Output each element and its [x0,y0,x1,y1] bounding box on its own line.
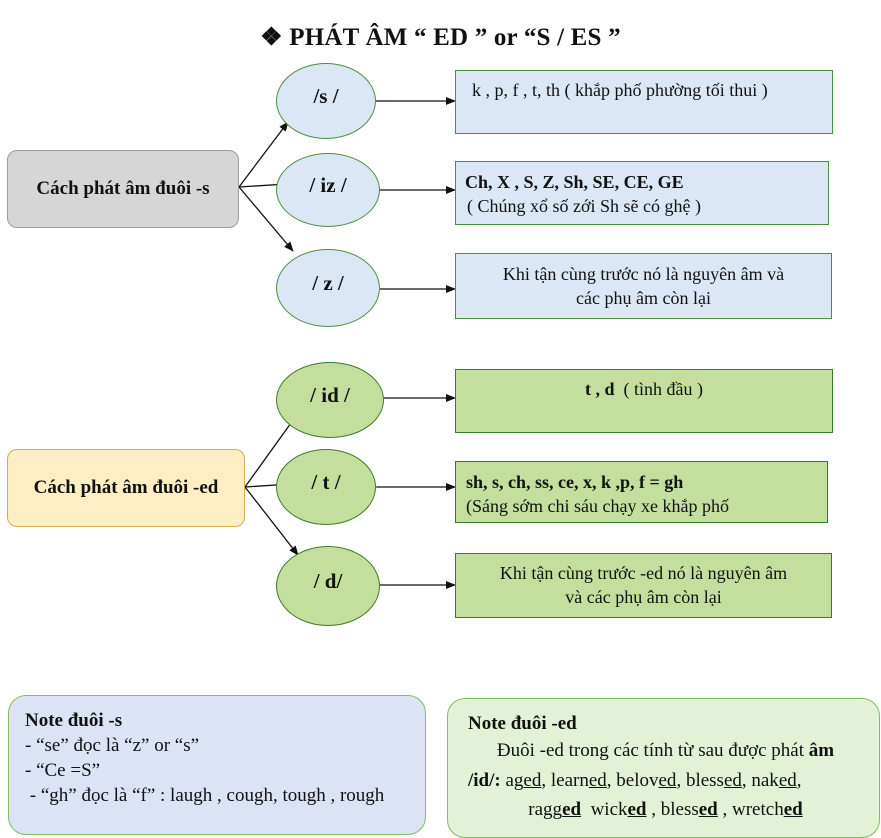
example-word: learned [550,770,607,791]
rule-text-line2: các phụ âm còn lại [576,288,711,308]
group-label-ed: Cách phát âm đuôi -ed [7,449,245,527]
node-s: /s / [276,63,376,139]
note-intro: Đuôi -ed trong các tính từ sau được phát… [468,738,863,763]
arrow-s-to-z [238,186,294,252]
arrow-ed-to-d [244,486,299,556]
note-line: - “gh” đọc là “f” : laugh , cough, tough… [25,785,385,806]
node-id: / id / [276,362,384,438]
example-word: naked [751,770,797,791]
arrow-s-to-s [238,121,289,188]
note-intro-text: Đuôi -ed trong các tính từ sau được phát [496,740,809,761]
rule-box-iz: Ch, X , S, Z, Sh, SE, CE, GE ( Chúng xổ … [455,161,829,225]
rule-text-mnemonic: ( Chúng xổ số zới Sh sẽ có ghệ ) [467,196,701,216]
rule-box-d: Khi tận cùng trước -ed nó là nguyên âm v… [455,553,832,618]
rule-text-mnemonic: (Sáng sớm chi sáu chạy xe khắp phố [466,496,729,516]
rule-box-t: sh, s, ch, ss, ce, x, k ,p, f = gh (Sáng… [455,461,828,523]
page-title: ❖ PHÁT ÂM “ ED ” or “S / ES ” [260,24,621,51]
rule-text: k , p, f , t, th ( khắp phố phường tối t… [472,80,768,100]
example-word: ragged [528,799,582,820]
arrow-ed-to-id [244,415,297,488]
node-t: / t / [276,449,376,525]
node-iz: / iz / [276,153,380,227]
note-words-line1: /id/: aged, learned, beloved, blessed, n… [468,770,802,791]
rule-text-line1: Khi tận cùng trước -ed nó là nguyên âm [499,563,788,583]
note-intro-bold: âm [808,740,835,761]
note-words-line2: ragged wicked , blessed , wretched [528,799,803,820]
note-title: Note đuôi -ed [468,713,577,734]
group-label-s: Cách phát âm đuôi -s [7,150,239,228]
node-d: / d/ [276,546,380,626]
rule-text-line1: Khi tận cùng trước nó là nguyên âm và [502,264,785,284]
note-line: - “se” đọc là “z” or “s” [25,735,200,756]
note-box-ed: Note đuôi -ed Đuôi -ed trong các tính từ… [447,698,880,838]
node-z: / z / [276,249,380,327]
example-word: aged [505,770,542,791]
example-word: wicked [590,799,647,820]
rule-box-s: k , p, f , t, th ( khắp phố phường tối t… [455,70,833,134]
rule-text: t , d ( tình đầu ) [585,379,703,399]
example-word: blessed [685,770,742,791]
note-box-s: Note đuôi -s - “se” đọc là “z” or “s” - … [8,695,426,835]
note-title: Note đuôi -s [25,710,123,731]
rule-box-id: t , d ( tình đầu ) [455,369,833,433]
id-label: /id/: [468,770,501,791]
note-line: - “Ce =S” [25,760,101,781]
rule-text-line2: và các phụ âm còn lại [565,587,722,607]
example-word: beloved [616,770,677,791]
rule-box-z: Khi tận cùng trước nó là nguyên âm và cá… [455,253,832,319]
example-word: blessed [660,799,718,820]
rule-text-bold: sh, s, ch, ss, ce, x, k ,p, f = gh [466,472,684,492]
example-word: wretched [732,799,803,820]
rule-text-bold: Ch, X , S, Z, Sh, SE, CE, GE [465,172,684,192]
